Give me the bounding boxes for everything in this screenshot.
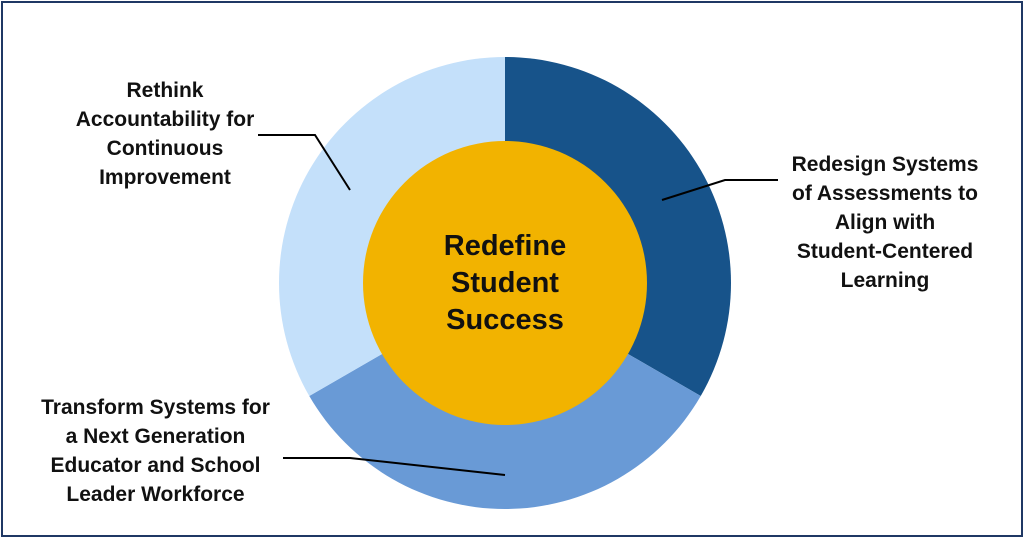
label-assessments: Redesign Systems of Assessments to Align… [760, 150, 1010, 295]
label-line: of Assessments to [792, 182, 978, 205]
leader-line-assessments [661, 179, 778, 201]
label-line: Transform Systems for [41, 396, 270, 419]
label-line: Student-Centered [796, 240, 974, 263]
label-line: Rethink [126, 79, 204, 102]
leader-line-workforce [283, 457, 506, 476]
center-circle [363, 141, 647, 425]
label-line: Continuous [106, 137, 224, 160]
center-title-line: Student [451, 267, 559, 299]
label-accountability: Rethink Accountability for Continuous Im… [55, 76, 275, 192]
label-line: Leader Workforce [66, 483, 245, 506]
label-line: Align with [834, 211, 936, 234]
center-title-line: Success [446, 304, 564, 336]
label-line: Accountability for [75, 108, 255, 131]
label-line: Redesign Systems [791, 153, 979, 176]
leader-line-accountability [258, 134, 351, 191]
label-line: Improvement [99, 166, 231, 189]
label-line: a Next Generation [65, 425, 246, 448]
center-title-line: Redefine [443, 230, 567, 262]
label-workforce: Transform Systems for a Next Generation … [8, 393, 303, 509]
center-title: Redefine Student Success [385, 228, 625, 339]
label-line: Learning [840, 269, 930, 292]
label-line: Educator and School [50, 454, 261, 477]
